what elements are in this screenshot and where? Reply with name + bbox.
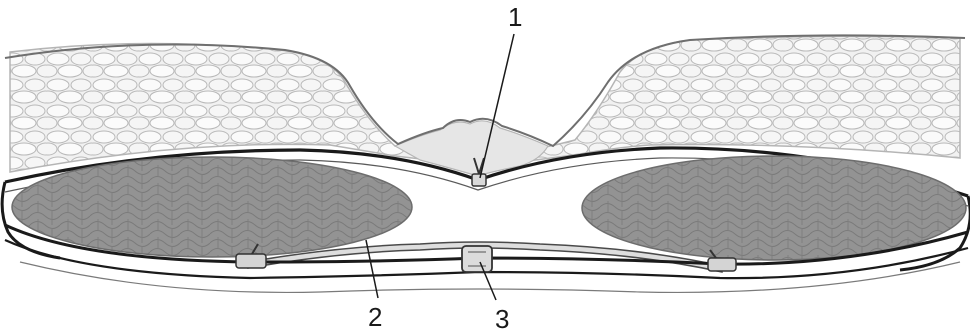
left-muscle-mass	[12, 157, 412, 257]
callout-label-1: 1	[508, 2, 522, 32]
callout-label-2: 2	[368, 302, 382, 332]
central-bar-connector	[462, 246, 492, 272]
right-muscle-mass	[582, 156, 966, 260]
callout-label-3: 3	[495, 304, 509, 334]
right-fat-layer	[490, 36, 960, 165]
